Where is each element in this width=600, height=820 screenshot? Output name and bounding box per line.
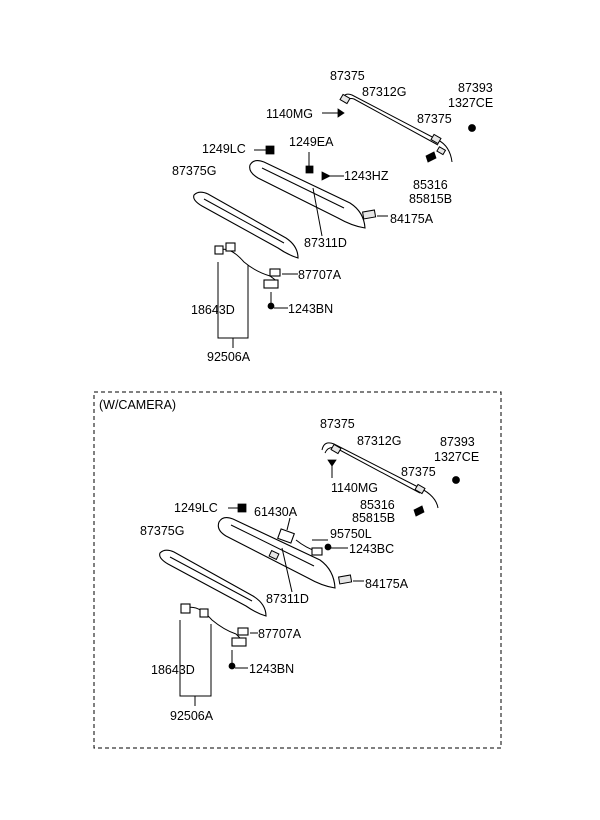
screw-1243bn	[267, 292, 288, 310]
main-assembly: 87375 87312G 87393 1327CE 1140MG 87375 1…	[172, 69, 493, 364]
label-84175a: 84175A	[390, 212, 434, 226]
label-1243bn-cam: 1243BN	[249, 662, 294, 676]
wiring-18643d	[214, 242, 298, 289]
label-84175a-cam: 84175A	[365, 577, 409, 591]
label-1140mg: 1140MG	[266, 107, 313, 121]
label-1243bc-cam: 1243BC	[349, 542, 394, 556]
pad-84175a-cam	[337, 574, 353, 585]
label-1140mg-cam: 1140MG	[331, 481, 378, 495]
label-87375-upper: 87375	[330, 69, 365, 83]
label-1243hz: 1243HZ	[344, 169, 389, 183]
label-85815b-cam: 85815B	[352, 511, 395, 525]
pad-84175a	[361, 209, 377, 220]
camera-assembly: (W/CAMERA)	[93, 391, 502, 749]
label-1327ce: 1327CE	[448, 96, 493, 110]
seal-87375g	[193, 191, 299, 259]
label-1327ce-cam: 1327CE	[434, 450, 479, 464]
leader-87311d-cam	[281, 547, 293, 593]
label-87375-lower: 87375	[417, 112, 452, 126]
label-1243bn: 1243BN	[288, 302, 333, 316]
label-87375-lower-cam: 87375	[401, 465, 436, 479]
bolt-1249lc-cam	[228, 503, 247, 513]
label-85815b: 85815B	[409, 192, 452, 206]
garnish-87311d-cam	[217, 516, 336, 589]
label-87312g: 87312G	[362, 85, 406, 99]
clip-87375-upper-cam	[330, 443, 342, 455]
label-87311d: 87311D	[304, 236, 347, 250]
label-1249ea: 1249EA	[289, 135, 334, 149]
cable-87312g-cam	[321, 442, 439, 509]
label-87707a: 87707A	[298, 268, 342, 282]
label-85316: 85316	[413, 178, 448, 192]
label-87375-upper-cam: 87375	[320, 417, 355, 431]
label-87393-cam: 87393	[440, 435, 475, 449]
label-85316-cam: 85316	[360, 498, 395, 512]
cable-87312g	[341, 93, 453, 163]
wiring-18643d-cam	[180, 603, 258, 647]
camera-61430a	[277, 517, 295, 544]
clip-85316-cam	[413, 505, 425, 517]
label-95750l-cam: 95750L	[330, 527, 372, 541]
label-87375g-cam: 87375G	[140, 524, 184, 538]
leader-87311d	[312, 187, 323, 237]
label-92506a: 92506A	[207, 350, 251, 364]
label-1249lc: 1249LC	[202, 142, 246, 156]
label-87707a-cam: 87707A	[258, 627, 302, 641]
label-92506a-cam: 92506A	[170, 709, 214, 723]
bracket-18643d	[217, 262, 249, 339]
label-87312g-cam: 87312G	[357, 434, 401, 448]
label-87375g: 87375G	[172, 164, 216, 178]
garnish-87311d	[249, 159, 366, 229]
label-61430a-cam: 61430A	[254, 505, 298, 519]
clip-85316	[425, 151, 437, 163]
label-18643d: 18643D	[191, 303, 235, 317]
nut-1327ce	[468, 124, 476, 132]
label-87393: 87393	[458, 81, 493, 95]
screw-1243hz	[321, 171, 344, 181]
clip-87375-upper	[339, 93, 351, 105]
label-18643d-cam: 18643D	[151, 663, 195, 677]
camera-section-frame	[93, 391, 502, 749]
screw-1243bc	[324, 543, 348, 551]
clip-87375-lower-2	[436, 146, 447, 156]
label-87311d-cam: 87311D	[266, 592, 309, 606]
screw-1243bn-cam	[228, 650, 248, 670]
label-1249lc-cam: 1249LC	[174, 501, 218, 515]
bracket-18643d-cam	[179, 620, 212, 697]
harness-95750l	[295, 539, 328, 556]
seal-87375g-cam	[159, 549, 267, 617]
clip-87375-lower-cam	[414, 483, 426, 495]
clip-87375-lower	[430, 133, 442, 145]
camera-section-title: (W/CAMERA)	[99, 398, 176, 412]
bolt-1249lc	[254, 145, 275, 155]
screw-1140mg	[322, 108, 345, 118]
screw-1140mg-cam	[327, 459, 337, 478]
nut-1327ce-cam	[452, 476, 460, 484]
bolt-1249ea	[305, 152, 314, 174]
